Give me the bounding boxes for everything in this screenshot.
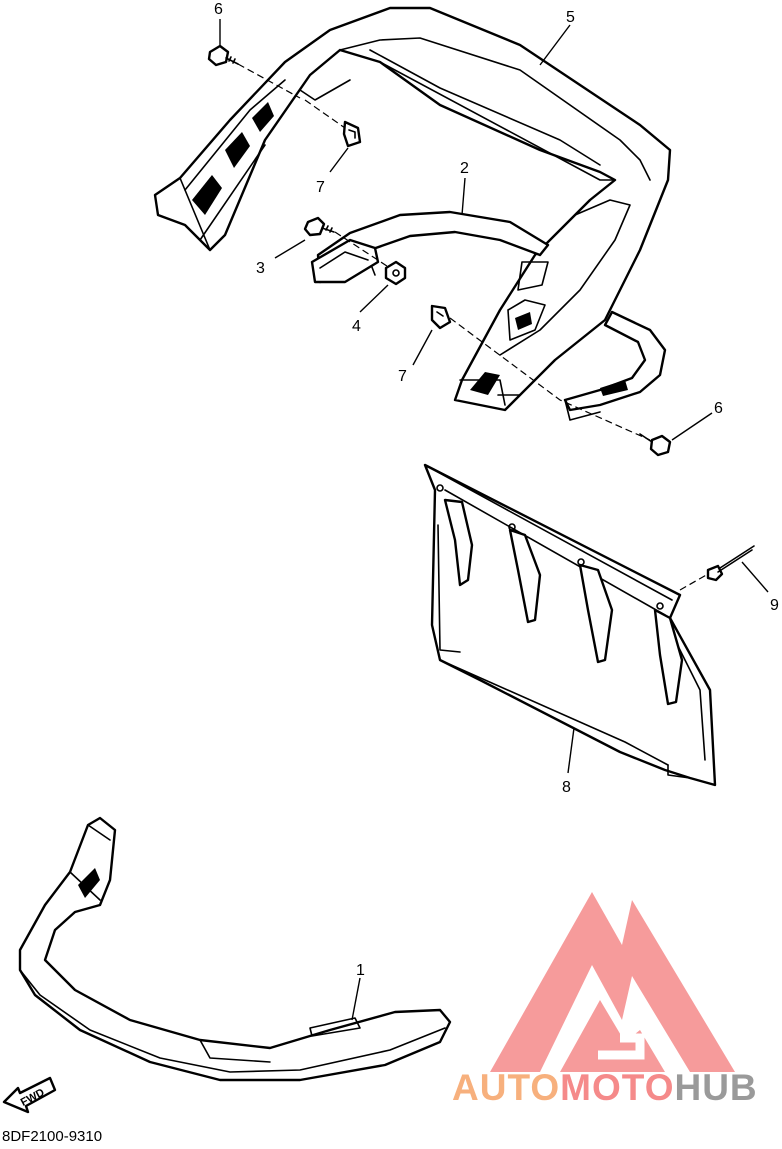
- callout-7-top: 7: [316, 179, 325, 196]
- callout-5: 5: [566, 9, 575, 26]
- fwd-arrow-icon: FWD: [2, 1076, 57, 1114]
- callout-1: 1: [356, 962, 365, 979]
- callout-8: 8: [562, 779, 571, 796]
- bracket-plate-icon: [310, 238, 380, 284]
- clip-7-top-icon: [342, 120, 362, 148]
- bolt-6-right-icon: [639, 433, 672, 457]
- callout-9: 9: [770, 597, 779, 614]
- grab-rail-part-2: [316, 210, 667, 421]
- fwd-label: FWD: [19, 1086, 47, 1108]
- watermark-auto: AUTO: [452, 1067, 561, 1108]
- callout-2: 2: [460, 160, 469, 177]
- nut-4-icon: [384, 260, 407, 286]
- callout-3: 3: [256, 260, 265, 277]
- bolt-3-icon: [303, 216, 335, 237]
- bolt-6-top-icon: [207, 44, 239, 67]
- mud-flap-part-8: [423, 463, 717, 787]
- rear-carrier-part-5: [153, 6, 672, 412]
- rivet-9-icon: [706, 545, 755, 582]
- leader-lines: [219, 19, 769, 1021]
- watermark-text: AUTOMOTOHUB: [452, 1067, 758, 1109]
- watermark-hub: HUB: [674, 1067, 758, 1108]
- watermark-moto: MOTO: [560, 1067, 675, 1108]
- drawing-code: 8DF2100-9310: [2, 1128, 103, 1145]
- callout-7-mid: 7: [398, 368, 407, 385]
- callout-labels: 6 5 7 2 3 4 7 6 9 8 1: [214, 1, 779, 979]
- front-bumper-part-1: [18, 816, 452, 1082]
- callout-4: 4: [352, 318, 361, 335]
- clip-7-mid-icon: [430, 304, 452, 330]
- callout-6-right: 6: [714, 400, 723, 417]
- watermark-logo-icon: [490, 892, 735, 1072]
- callout-6-top: 6: [214, 1, 223, 18]
